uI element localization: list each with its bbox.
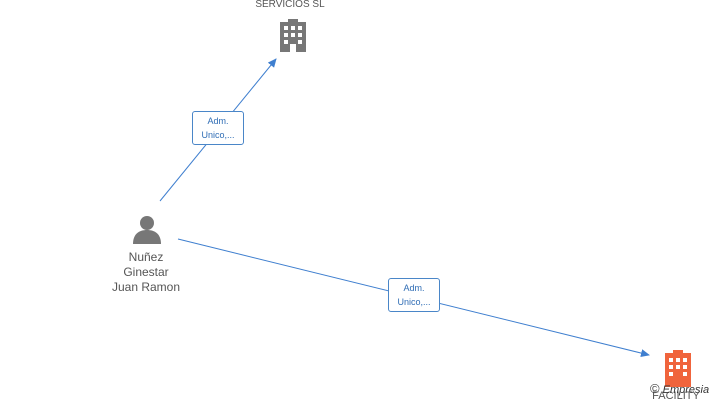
edge-label-role-line1: Adm. [207,116,229,126]
building-icon[interactable] [280,19,306,52]
person-name-line2: Ginestar [123,265,169,279]
person-name-line3: Juan Ramon [111,280,181,294]
person-name[interactable]: Nuñez Ginestar Juan Ramon [104,250,188,295]
edge-label-role-line2: Unico,... [397,297,431,307]
copyright-icon: © [650,381,660,396]
edge-label-role-line2: Unico,... [201,130,235,140]
company-name-facility[interactable]: FACILITY [652,390,700,402]
building-icon[interactable] [665,350,691,387]
watermark: © Empresia [650,381,709,396]
person-name-line1: Nuñez [128,250,164,264]
edge-label-role[interactable]: Adm. Unico,... [192,111,244,145]
person-icon[interactable] [133,216,161,244]
edge-label-role-line1: Adm. [403,283,425,293]
watermark-text: Empresia [662,384,710,396]
company-name-servicios[interactable]: SERVICIOS SL [255,0,325,10]
edge-label-role[interactable]: Adm. Unico,... [388,278,440,312]
